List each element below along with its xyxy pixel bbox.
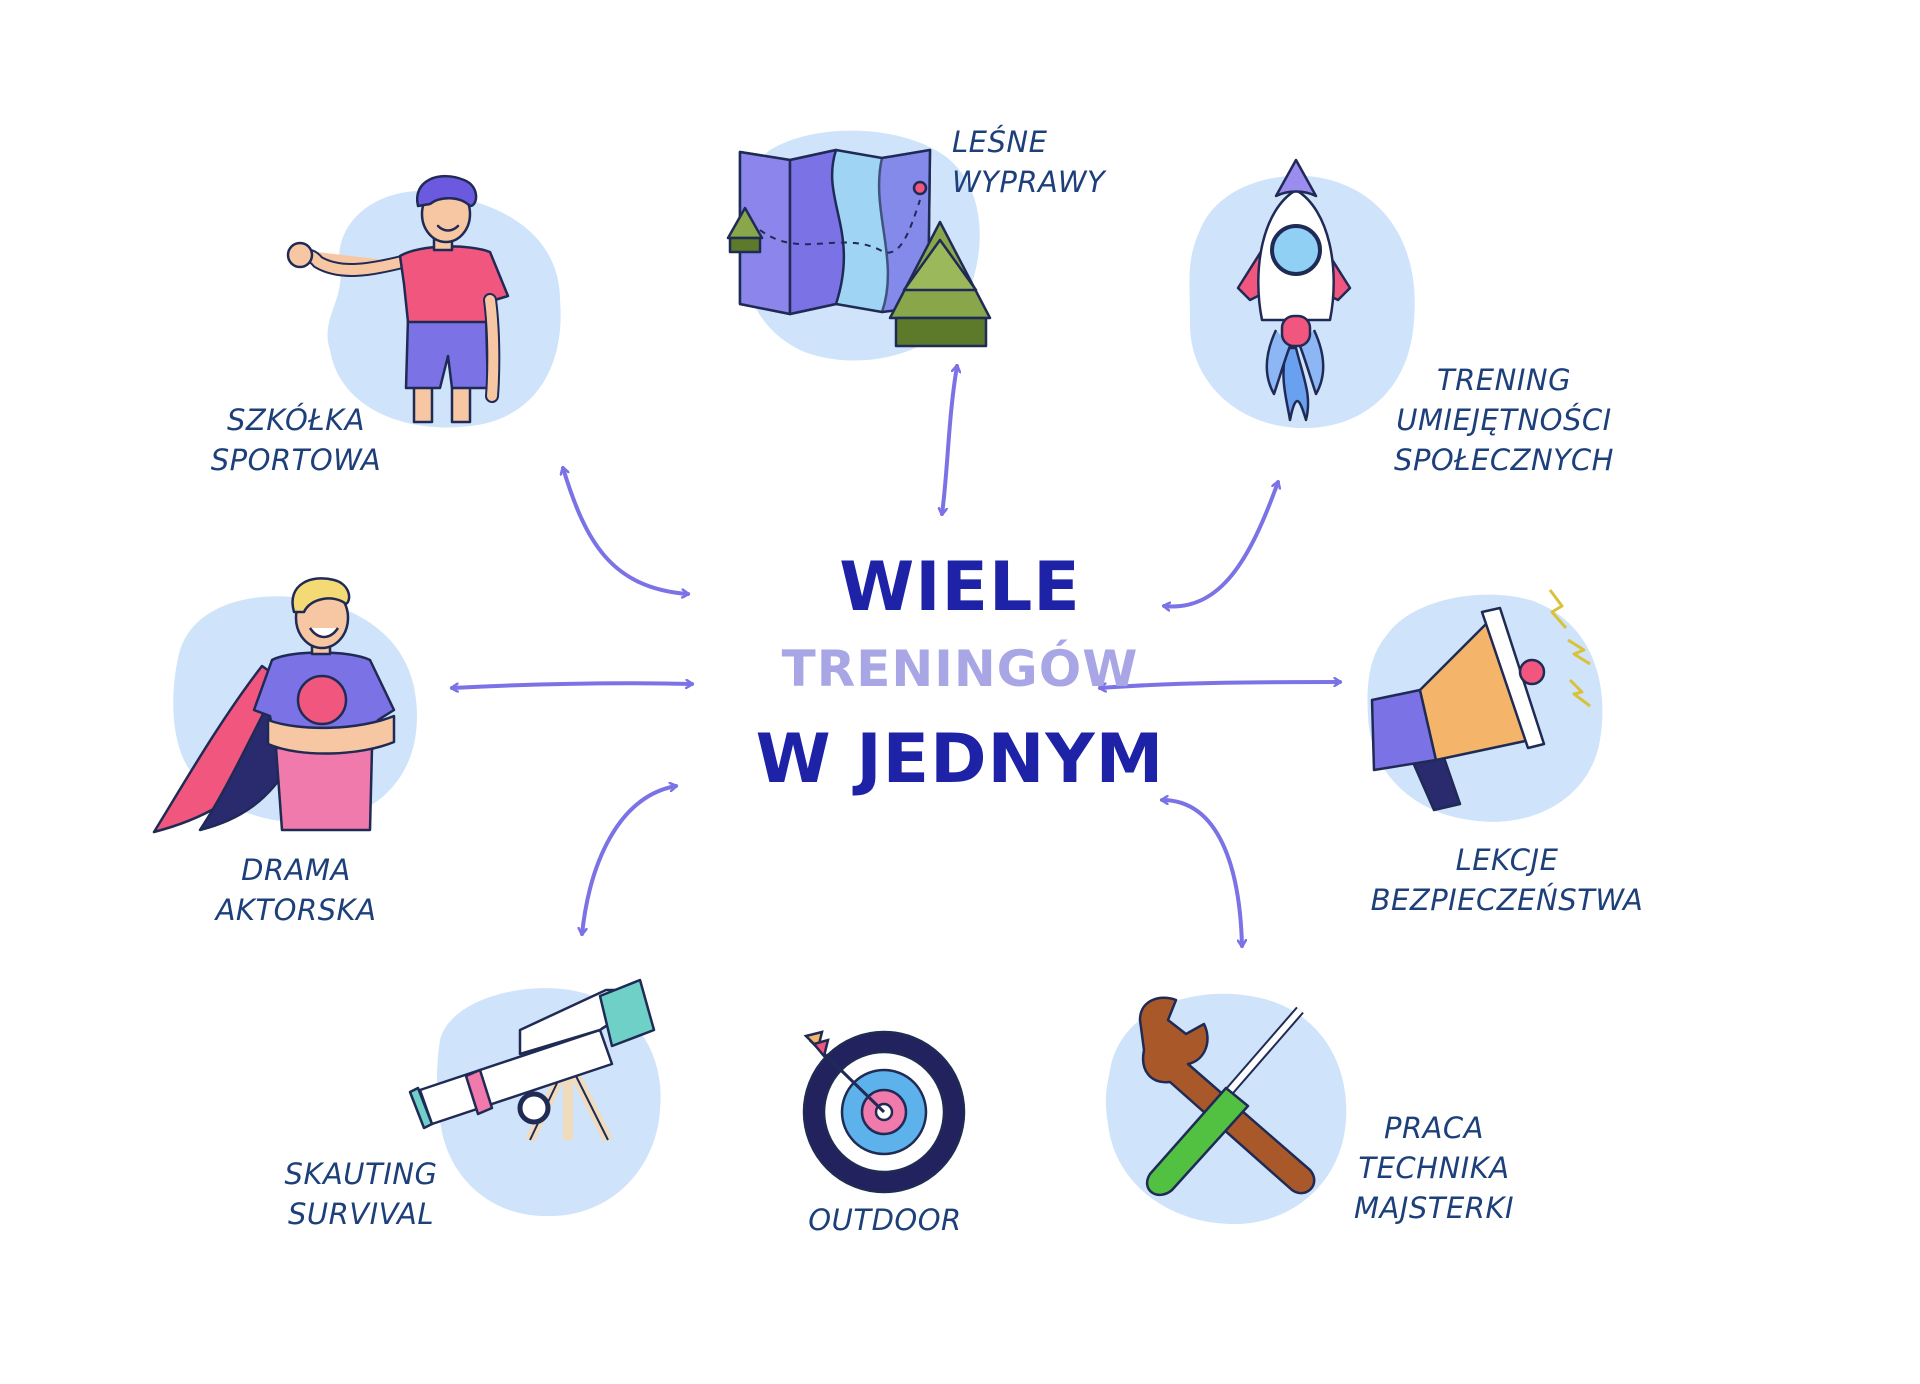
label-outdoor: OUTDOOR	[790, 1200, 980, 1240]
title-line-1: WIELE	[839, 548, 1081, 627]
tools-icon	[1138, 996, 1316, 1197]
label-line: UMIEJĘTNOŚCI	[1396, 403, 1612, 437]
label-line: AKTORSKA	[215, 893, 377, 927]
arrow-szkolka	[563, 468, 688, 594]
arrow-drama	[452, 683, 692, 688]
label-line: LEKCJE	[1455, 843, 1559, 877]
label-skauting-survival: SKAUTING SURVIVAL	[276, 1154, 446, 1234]
title-line-3: W JEDNYM	[755, 720, 1165, 799]
label-line: SZKÓŁKA	[227, 403, 365, 437]
superhero-icon	[152, 577, 396, 834]
megaphone-icon	[1370, 589, 1591, 812]
label-line: TRENING	[1436, 363, 1572, 397]
label-line: LEŚNE	[952, 125, 1048, 159]
arrow-trening	[1164, 482, 1278, 606]
rocket-icon	[1236, 158, 1352, 422]
label-line: SURVIVAL	[287, 1197, 435, 1231]
label-line: SKAUTING	[284, 1157, 438, 1191]
label-praca-technika-majsterki: PRACA TECHNIKA MAJSTERKI	[1334, 1108, 1534, 1228]
arrow-praca	[1162, 800, 1242, 946]
telescope-icon	[408, 978, 656, 1143]
label-line: SPORTOWA	[210, 443, 382, 477]
target-icon	[802, 1030, 966, 1194]
label-line: OUTDOOR	[808, 1203, 962, 1237]
boy-icon	[286, 175, 510, 424]
label-trening-umiejetnosci-spolecznych: TRENING UMIEJĘTNOŚCI SPOŁECZNYCH	[1374, 360, 1634, 480]
arrow-lekcje	[1100, 682, 1340, 688]
label-szkolka-sportowa: SZKÓŁKA SPORTOWA	[206, 400, 386, 480]
label-line: WYPRAWY	[952, 165, 1106, 199]
label-line: BEZPIECZEŃSTWA	[1370, 883, 1644, 917]
title-line-2: TRENINGÓW	[781, 640, 1139, 698]
label-line: SPOŁECZNYCH	[1394, 443, 1614, 477]
label-drama-aktorska: DRAMA AKTORSKA	[206, 850, 386, 930]
label-line: MAJSTERKI	[1353, 1191, 1515, 1225]
label-lesne-wyprawy: LEŚNE WYPRAWY	[952, 122, 1122, 202]
arrow-lesne	[942, 366, 957, 514]
label-line: DRAMA	[241, 853, 351, 887]
map-icon	[726, 148, 992, 348]
label-line: PRACA	[1383, 1111, 1485, 1145]
connector-arrows	[452, 366, 1340, 946]
arrow-skauting	[582, 786, 676, 934]
label-lekcje-bezpieczenstwa: LEKCJE BEZPIECZEŃSTWA	[1362, 840, 1652, 920]
label-line: TECHNIKA	[1358, 1151, 1510, 1185]
